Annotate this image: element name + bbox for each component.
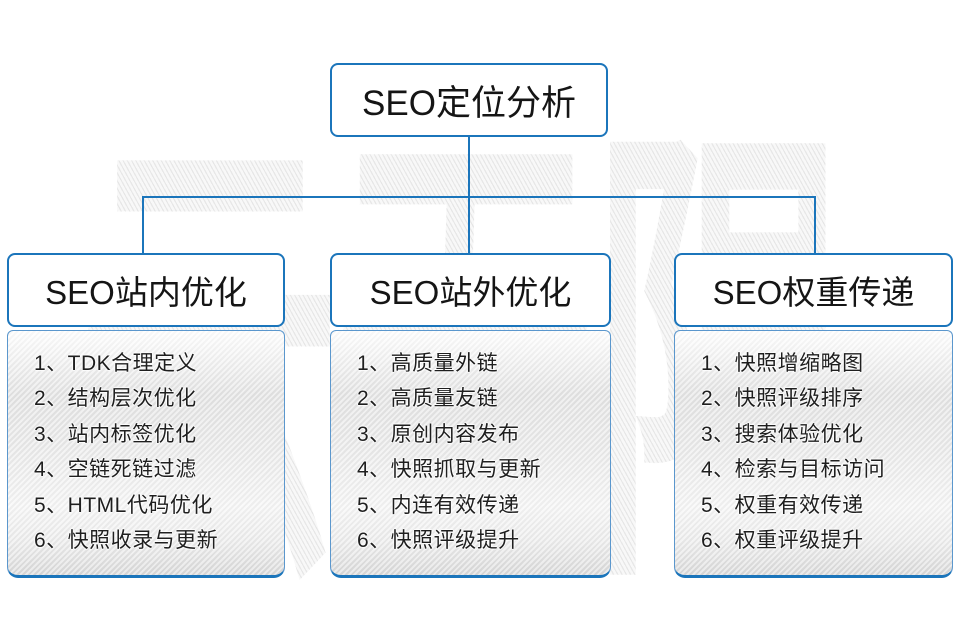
- list-item: 6、权重评级提升: [701, 529, 864, 553]
- list-item: 3、站内标签优化: [34, 422, 197, 446]
- column-title: SEO权重传递: [712, 274, 915, 311]
- list-item: 2、结构层次优化: [34, 387, 197, 411]
- connector-drop-left: [142, 196, 144, 254]
- column-title: SEO站内优化: [45, 274, 247, 311]
- root-node-title: SEO定位分析: [362, 83, 576, 123]
- connector-root-stem: [468, 137, 470, 197]
- list-item: 6、快照评级提升: [357, 529, 520, 553]
- root-node-seo-analysis: SEO定位分析: [330, 63, 608, 137]
- list-item: 2、高质量友链: [357, 387, 499, 411]
- list-item: 1、高质量外链: [357, 352, 499, 375]
- list-item: 1、TDK合理定义: [34, 352, 198, 375]
- connector-horizontal: [142, 196, 816, 198]
- list-item: 4、快照抓取与更新: [357, 458, 542, 482]
- list-panel-offsite: 1、高质量外链 2、高质量友链 3、原创内容发布 4、快照抓取与更新 5、内连有…: [330, 330, 611, 578]
- list-item: 1、快照增缩略图: [701, 352, 864, 375]
- connector-drop-middle: [468, 196, 470, 254]
- column-title: SEO站外优化: [369, 274, 572, 311]
- header-node-offsite: SEO站外优化: [330, 253, 611, 327]
- list-item: 2、快照评级排序: [701, 387, 864, 411]
- list-panel-onsite: 1、TDK合理定义 2、结构层次优化 3、站内标签优化 4、空链死链过滤 5、H…: [7, 330, 285, 578]
- list-item: 5、内连有效传递: [357, 493, 520, 517]
- list-item: 5、HTML代码优化: [34, 493, 213, 517]
- list-item: 3、搜索体验优化: [701, 422, 864, 446]
- list-panel-weight: 1、快照增缩略图 2、快照评级排序 3、搜索体验优化 4、检索与目标访问 5、权…: [674, 330, 953, 578]
- header-node-weight: SEO权重传递: [674, 253, 953, 327]
- list-item: 3、原创内容发布: [357, 422, 520, 446]
- connector-drop-right: [814, 196, 816, 254]
- list-item: 5、权重有效传递: [701, 493, 864, 517]
- list-item: 4、空链死链过滤: [34, 458, 197, 482]
- list-item: 6、快照收录与更新: [34, 529, 219, 553]
- header-node-onsite: SEO站内优化: [7, 253, 285, 327]
- list-item: 4、检索与目标访问: [701, 458, 886, 482]
